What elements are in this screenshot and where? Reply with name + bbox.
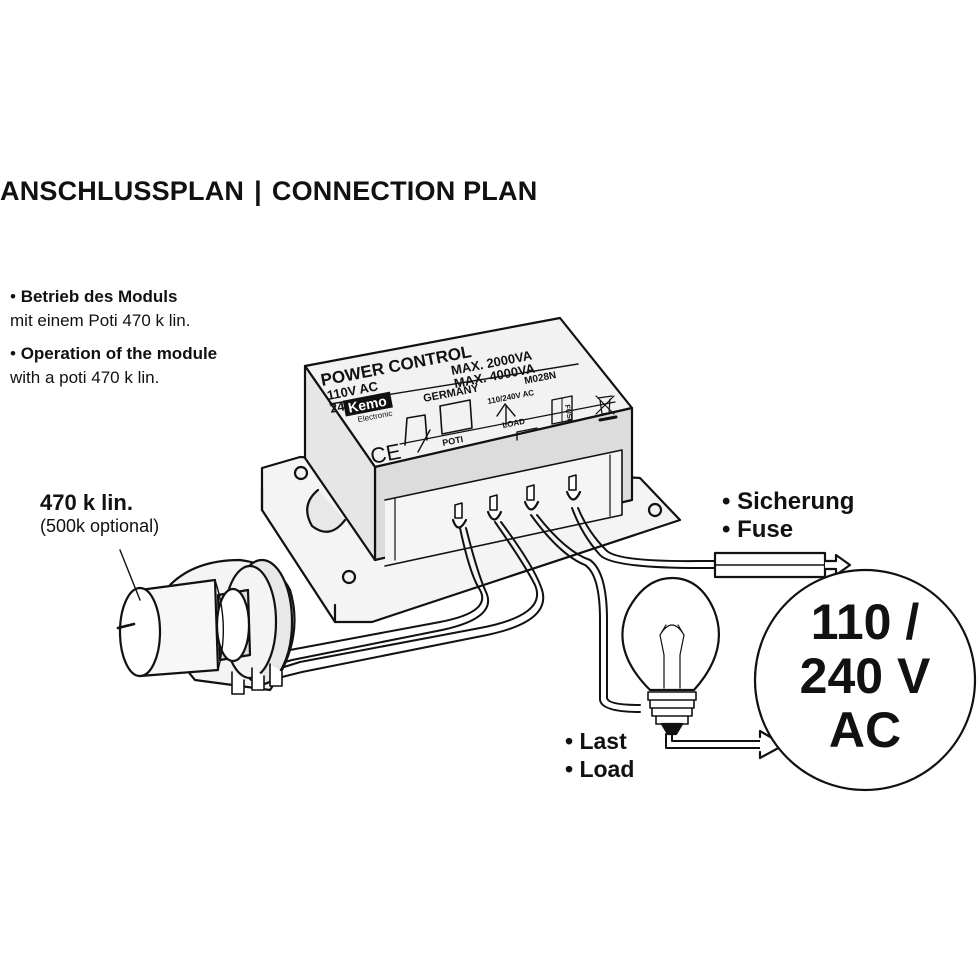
fuse-label-german: • Sicherung <box>722 488 854 516</box>
load-label-german: • Last <box>565 728 627 755</box>
module-poti-label: POTI <box>441 434 464 448</box>
potentiometer <box>116 558 296 695</box>
potentiometer-sublabel: (500k optional) <box>40 516 160 536</box>
terminal-block <box>451 474 582 529</box>
title-german: ANSCHLUSSPLAN <box>0 176 245 206</box>
bullet-icon: • <box>565 756 574 782</box>
supply-voltage-line3: AC <box>828 702 902 758</box>
load-german-text: Last <box>579 728 627 754</box>
note-german-title: Betrieb des Moduls <box>20 287 178 306</box>
load-cable <box>530 514 641 713</box>
potentiometer-leader-line <box>119 549 141 601</box>
load-return-arrow <box>665 729 786 760</box>
supply-voltage-line2: 240 V <box>799 648 931 704</box>
note-german-text: mit einem Poti 470 k lin. <box>10 311 191 330</box>
note-german: • Betrieb des Moduls mit einem Poti 470 … <box>10 285 190 333</box>
bullet-icon: • <box>10 287 16 306</box>
note-english-title: Operation of the module <box>20 344 218 363</box>
load-english-text: Load <box>579 756 635 782</box>
bullet-icon: • <box>722 488 731 515</box>
module-load-label: LOAD <box>502 417 526 430</box>
light-bulb-icon <box>621 576 721 736</box>
title-english: CONNECTION PLAN <box>271 176 538 206</box>
fuse-holder <box>713 551 852 579</box>
title-separator: | <box>254 176 262 206</box>
svg-text:Kemo: Kemo <box>347 393 388 416</box>
fuse-cable <box>571 507 716 569</box>
fuse-german-text: Sicherung <box>737 488 855 515</box>
supply-voltage-line1: 110 / <box>810 594 920 650</box>
note-english-text: with a poti 470 k lin. <box>10 368 160 387</box>
note-english: • Operation of the module with a poti 47… <box>10 342 217 390</box>
potentiometer-label: 470 k lin. <box>40 490 133 515</box>
power-control-module <box>303 316 634 567</box>
bullet-icon: • <box>10 344 16 363</box>
module-fuse-label: FUSE <box>563 404 573 424</box>
poti-cables <box>254 521 545 681</box>
module-ce-mark: CE <box>368 439 403 469</box>
fuse-english-text: Fuse <box>737 516 794 543</box>
bullet-icon: • <box>722 516 731 543</box>
bullet-icon: • <box>565 728 574 754</box>
supply-circle <box>753 568 977 792</box>
fuse-label-english: • Fuse <box>722 516 793 544</box>
page-title: ANSCHLUSSPLAN | CONNECTION PLAN <box>0 176 537 207</box>
load-label-english: • Load <box>565 756 634 783</box>
